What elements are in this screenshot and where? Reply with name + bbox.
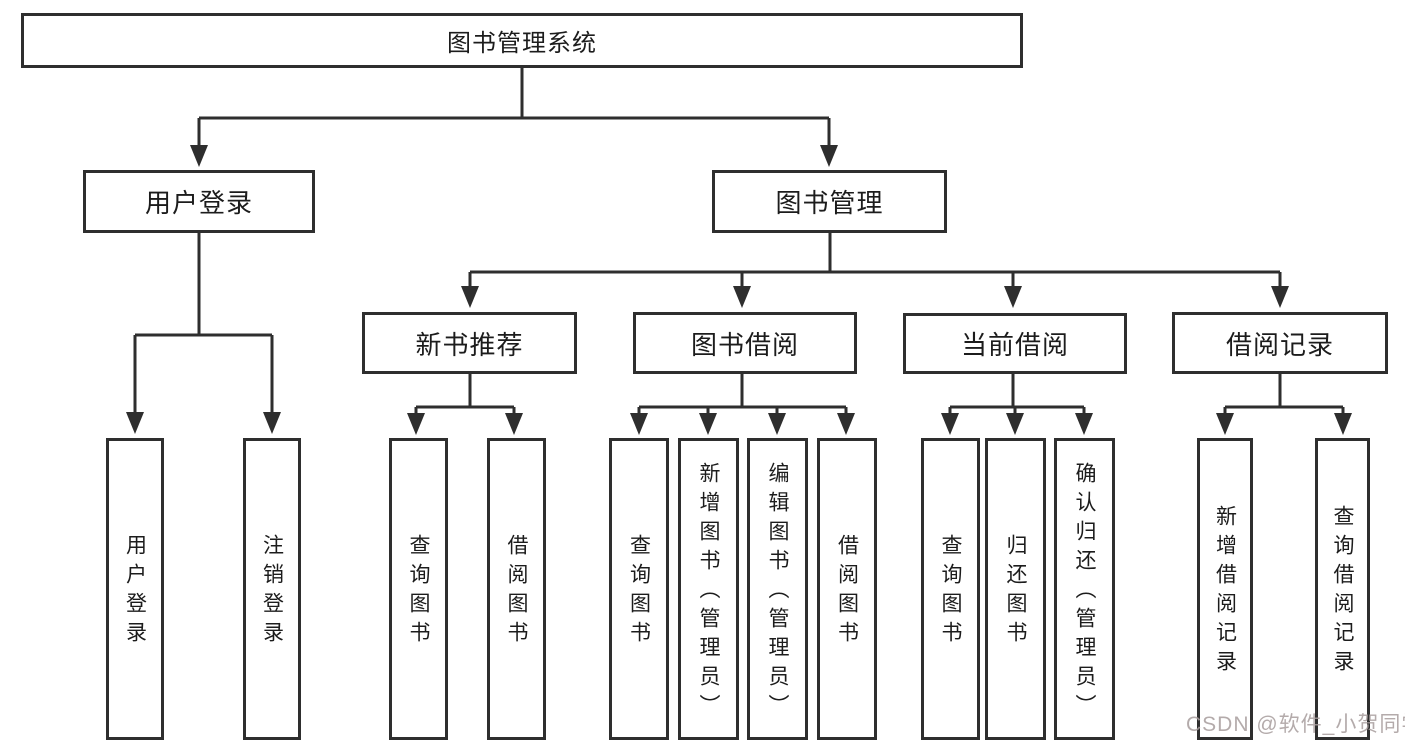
arrowhead-icon — [461, 286, 479, 308]
node-book-management-branch: 图书管理 — [712, 170, 947, 233]
arrowhead-icon — [1075, 413, 1093, 435]
arrowhead-icon — [407, 413, 425, 435]
arrowhead-icon — [768, 413, 786, 435]
node-current-borrow: 当前借阅 — [903, 313, 1127, 374]
arrowhead-icon — [126, 412, 144, 434]
node-new-book-recommend: 新书推荐 — [362, 312, 577, 374]
leaf-query-books-recommend: 查询图书 — [389, 438, 448, 740]
node-book-borrow: 图书借阅 — [633, 312, 857, 374]
arrowhead-icon — [837, 413, 855, 435]
leaf-edit-books-admin: 编辑图书（管理员） — [747, 438, 808, 740]
arrowhead-icon — [1006, 413, 1024, 435]
arrowhead-icon — [1004, 286, 1022, 308]
node-borrow-records: 借阅记录 — [1172, 312, 1388, 374]
leaf-user-login: 用户登录 — [106, 438, 164, 740]
arrowhead-icon — [263, 412, 281, 434]
arrowhead-icon — [190, 145, 208, 167]
leaf-query-borrow-record: 查询借阅记录 — [1315, 438, 1370, 740]
arrowhead-icon — [820, 145, 838, 167]
arrowhead-icon — [941, 413, 959, 435]
leaf-query-books-borrow: 查询图书 — [609, 438, 669, 740]
node-root-system: 图书管理系统 — [21, 13, 1023, 68]
leaf-confirm-return-admin: 确认归还（管理员） — [1054, 438, 1115, 740]
arrowhead-icon — [1334, 413, 1352, 435]
leaf-query-books-current: 查询图书 — [921, 438, 980, 740]
leaf-add-borrow-record: 新增借阅记录 — [1197, 438, 1253, 740]
arrowhead-icon — [630, 413, 648, 435]
leaf-return-books: 归还图书 — [985, 438, 1046, 740]
arrowhead-icon — [505, 413, 523, 435]
csdn-watermark: CSDN @软件_小贺同学 — [1186, 713, 1405, 736]
arrowhead-icon — [733, 286, 751, 308]
leaf-add-books-admin: 新增图书（管理员） — [678, 438, 739, 740]
arrowhead-icon — [1271, 286, 1289, 308]
leaf-borrow-books: 借阅图书 — [817, 438, 877, 740]
leaf-borrow-books-recommend: 借阅图书 — [487, 438, 546, 740]
arrowhead-icon — [699, 413, 717, 435]
leaf-logout: 注销登录 — [243, 438, 301, 740]
arrowhead-icon — [1216, 413, 1234, 435]
node-user-login-branch: 用户登录 — [83, 170, 315, 233]
